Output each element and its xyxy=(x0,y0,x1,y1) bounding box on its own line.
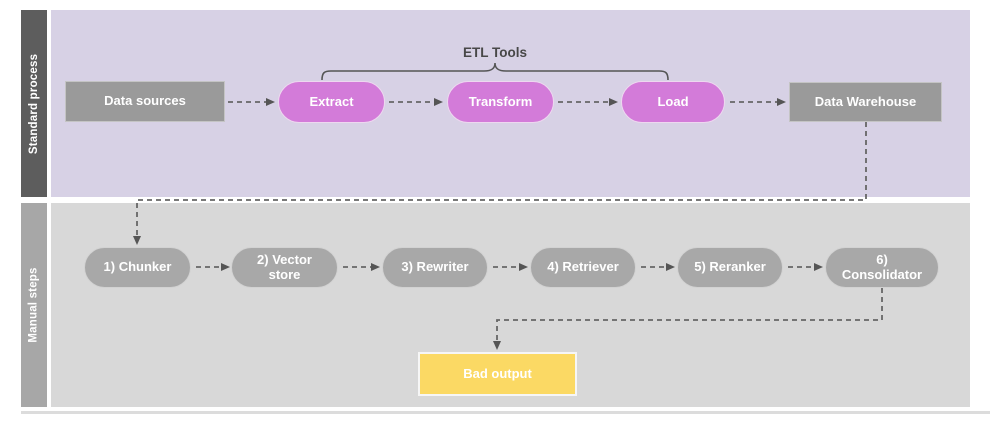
etl-tools-label: ETL Tools xyxy=(463,45,527,60)
node-data-warehouse: Data Warehouse xyxy=(789,82,942,122)
node-rewriter: 3) Rewriter xyxy=(382,247,488,288)
lane-label-standard-process-text: Standard process xyxy=(28,53,40,154)
lane-label-standard-process: Standard process xyxy=(21,10,47,197)
lane-label-manual-steps-text: Manual steps xyxy=(28,267,41,343)
node-load: Load xyxy=(621,81,725,123)
node-vector-store: 2) Vector store xyxy=(231,247,338,288)
lane-label-manual-steps: Manual steps xyxy=(21,203,47,407)
node-transform: Transform xyxy=(447,81,554,123)
node-reranker: 5) Reranker xyxy=(677,247,783,288)
bottom-divider-line xyxy=(21,411,990,414)
node-data-sources: Data sources xyxy=(65,81,225,122)
node-retriever: 4) Retriever xyxy=(530,247,636,288)
node-extract: Extract xyxy=(278,81,385,123)
node-chunker: 1) Chunker xyxy=(84,247,191,288)
node-bad-output: Bad output xyxy=(418,352,577,396)
node-consolidator: 6) Consolidator xyxy=(825,247,939,288)
